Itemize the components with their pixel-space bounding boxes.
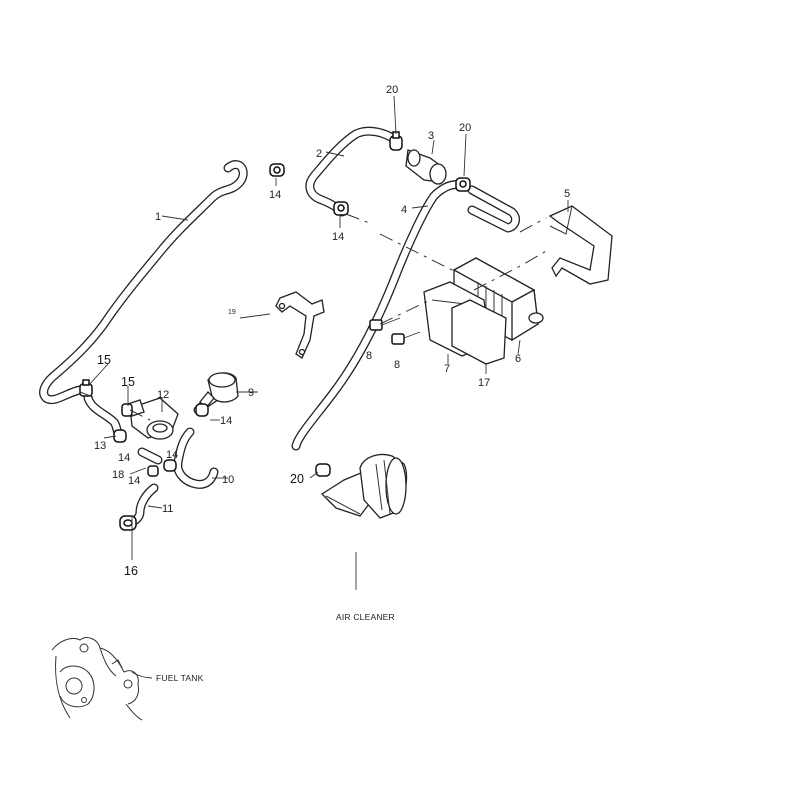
callout-20-c: 20 — [290, 472, 304, 486]
callout-9: 9 — [248, 387, 254, 399]
callout-13: 13 — [94, 440, 106, 452]
hose-10 — [173, 427, 219, 489]
pad-17 — [451, 299, 507, 365]
purge-valve-9 — [199, 372, 239, 409]
air-cleaner-adapter — [320, 453, 408, 519]
hose-2 — [305, 126, 403, 217]
callout-12: 12 — [157, 389, 169, 401]
bolt-8-a — [369, 317, 401, 331]
callout-17: 17 — [478, 377, 490, 389]
callout-4: 4 — [401, 204, 407, 216]
callout-8-b: 8 — [394, 359, 400, 371]
clamp-16 — [119, 515, 137, 531]
callout-19: 19 — [228, 309, 236, 316]
hose-4 — [291, 179, 471, 451]
clamp-14-f — [147, 465, 159, 477]
callout-14-c: 14 — [220, 415, 232, 427]
callout-16: 16 — [124, 564, 138, 578]
hose-1 — [39, 160, 248, 405]
clamp-15-left — [79, 379, 93, 397]
callout-2: 2 — [316, 148, 322, 160]
callout-18: 18 — [112, 469, 124, 481]
hose-4-branch — [467, 185, 520, 233]
bracket-19 — [275, 291, 325, 359]
fuel-tank-sketch — [51, 637, 153, 721]
bracket-5 — [548, 205, 613, 285]
clamp-15-valve — [121, 403, 133, 417]
callout-14-b: 14 — [332, 231, 344, 243]
check-valve-3 — [405, 149, 447, 185]
callout-3: 3 — [428, 130, 434, 142]
callout-15-a: 15 — [97, 353, 111, 367]
clamp-14-e — [195, 403, 209, 417]
valve-12 — [127, 397, 179, 440]
clamp-20-bottom — [315, 463, 331, 477]
callout-numbers: 1 2 3 4 5 6 7 8 8 9 10 11 12 13 14 14 14… — [94, 84, 570, 578]
leader-lines — [87, 95, 569, 590]
callout-7: 7 — [444, 363, 450, 375]
callout-5: 5 — [564, 188, 570, 200]
callout-15-b: 15 — [121, 375, 135, 389]
callout-14-a: 14 — [269, 189, 281, 201]
callout-14-f: 14 — [128, 475, 140, 487]
clamp-14-d — [163, 459, 177, 472]
callout-6: 6 — [515, 353, 521, 365]
callout-11: 11 — [162, 503, 173, 515]
callout-20-b: 20 — [459, 122, 471, 134]
callout-14-d: 14 — [118, 452, 130, 464]
callout-10: 10 — [222, 474, 234, 486]
clamp-14-upper — [333, 201, 349, 216]
callout-1: 1 — [155, 211, 161, 223]
callout-20-a: 20 — [386, 84, 398, 96]
clamp-20-right — [455, 177, 471, 192]
callout-14-e: 14 — [166, 449, 178, 461]
clamp-14-top-left — [269, 163, 285, 177]
air-cleaner-label: AIR CLEANER — [336, 612, 395, 622]
fuel-tank-label: FUEL TANK — [156, 673, 204, 683]
bolt-8-b — [391, 331, 421, 345]
hose-18 — [137, 447, 163, 465]
connection-lines — [79, 213, 549, 421]
callout-8-a: 8 — [366, 350, 372, 362]
